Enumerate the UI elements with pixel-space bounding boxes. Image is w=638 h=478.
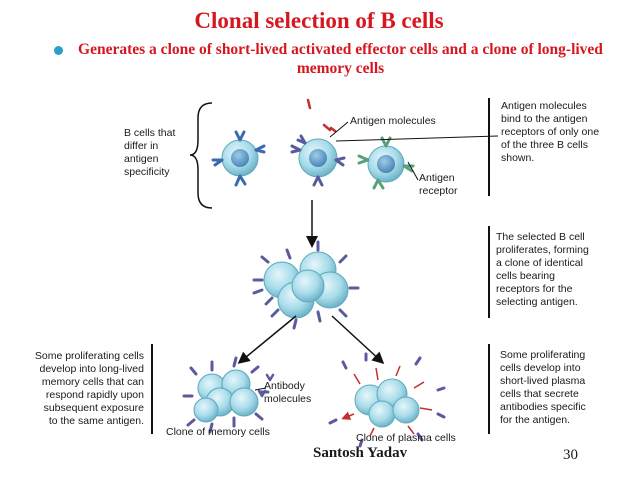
- slide-title: Clonal selection of B cells: [194, 8, 444, 33]
- page-number: 30: [563, 447, 578, 463]
- note-memory-cells: Some proliferating cells develop into lo…: [34, 350, 144, 427]
- label-clone-memory: Clone of memory cells: [166, 426, 270, 438]
- label-antigen-receptor: Antigen receptor: [419, 172, 458, 197]
- proliferating-clone: [252, 240, 360, 330]
- flow-arrow-right: [331, 315, 385, 365]
- plasma-cell-clone: [328, 352, 446, 448]
- antibody-molecules: [257, 373, 275, 398]
- note-antigen-bind: Antigen molecules bind to the antigen re…: [501, 100, 600, 164]
- b-cell-selected: [290, 98, 346, 187]
- author-name: Santosh Yadav: [313, 445, 408, 461]
- flow-arrow-left: [237, 315, 297, 364]
- bullet-text: Generates a clone of short-lived activat…: [78, 41, 603, 77]
- label-clone-plasma: Clone of plasma cells: [356, 432, 456, 444]
- note-plasma-cells: Some proliferating cells develop into sh…: [500, 349, 586, 426]
- label-antigen-molecules: Antigen molecules: [350, 115, 436, 127]
- note-proliferate: The selected B cell proliferates, formin…: [496, 231, 589, 308]
- b-cell-1: [211, 130, 266, 187]
- label-b-cells-differ: B cells that differ in antigen specifici…: [124, 127, 176, 178]
- label-antibody-molecules: Antibody molecules: [264, 380, 312, 405]
- memory-cell-clone: [182, 356, 270, 434]
- bullet-marker-icon: [54, 46, 63, 55]
- b-cell-3: [357, 136, 415, 190]
- bracket-line: [189, 102, 213, 209]
